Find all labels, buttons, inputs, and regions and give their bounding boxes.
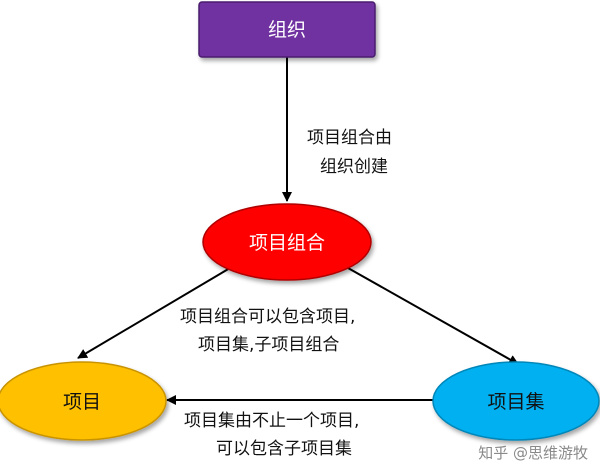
edge-label-portfolio-children: 项目组合可以包含项目, 项目集,子项目组合: [180, 307, 355, 355]
node-organization-label: 组织: [268, 19, 306, 41]
edge-label-program-to-project-line1: 项目集由不止一个项目,: [184, 411, 359, 431]
edge-label-portfolio-children-line1: 项目组合可以包含项目,: [180, 307, 355, 327]
edge-label-org-to-portfolio-line2: 组织创建: [320, 157, 388, 177]
node-project-ellipse: [0, 361, 167, 441]
node-portfolio-ellipse: [202, 203, 372, 281]
node-portfolio-label: 项目组合: [249, 232, 325, 254]
node-project: 项目: [0, 361, 167, 441]
edge-label-org-to-portfolio-line1: 项目组合由: [307, 128, 392, 148]
node-program-label: 项目集: [487, 391, 544, 413]
node-program-ellipse: [432, 361, 600, 441]
edge-label-program-to-project: 项目集由不止一个项目, 可以包含子项目集: [184, 411, 359, 459]
arrow-portfolio-to-project: [77, 267, 231, 359]
edge-label-org-to-portfolio: 项目组合由 组织创建: [307, 128, 392, 177]
node-organization: 组织: [198, 1, 376, 58]
node-organization-box: [198, 1, 376, 58]
node-program: 项目集: [432, 361, 600, 441]
edge-label-portfolio-children-line2: 项目集,子项目组合: [198, 335, 339, 355]
arrow-portfolio-to-program: [347, 267, 519, 365]
node-portfolio: 项目组合: [202, 203, 372, 281]
node-project-label: 项目: [63, 391, 101, 413]
watermark: 知乎 @思维游牧: [478, 444, 588, 462]
edge-label-program-to-project-line2: 可以包含子项目集: [216, 439, 352, 459]
